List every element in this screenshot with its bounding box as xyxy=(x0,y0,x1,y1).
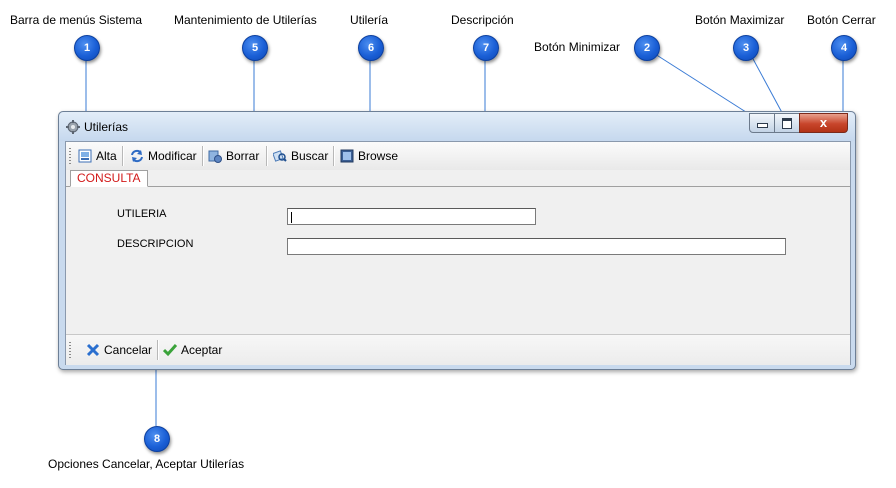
toolbar-grip[interactable] xyxy=(69,342,71,358)
cancel-label: Cancelar xyxy=(104,343,153,357)
callout-badge-7: 7 xyxy=(473,35,499,61)
browse-label: Browse xyxy=(358,149,399,163)
buscar-button[interactable]: Buscar xyxy=(273,146,328,166)
delete-icon xyxy=(208,150,222,163)
accept-button[interactable]: Aceptar xyxy=(163,340,222,360)
close-button[interactable]: x xyxy=(799,113,848,133)
window-title: Utilerías xyxy=(84,120,129,134)
callout-badge-8: 8 xyxy=(144,426,170,452)
callout-badge-3: 3 xyxy=(733,35,759,61)
browse-icon xyxy=(340,149,354,163)
callout-badge-5: 5 xyxy=(242,35,268,61)
toolbar-separator xyxy=(157,340,159,360)
callout-label-4: Botón Cerrar xyxy=(807,13,876,27)
modificar-label: Modificar xyxy=(148,149,197,163)
modificar-button[interactable]: Modificar xyxy=(130,146,197,166)
maximize-icon xyxy=(782,118,792,129)
maximize-button[interactable] xyxy=(774,113,800,133)
callout-badge-1: 1 xyxy=(74,35,100,61)
callout-label-5: Mantenimiento de Utilerías xyxy=(174,13,317,27)
text-caret xyxy=(291,212,292,223)
utileria-input[interactable] xyxy=(287,208,536,225)
buscar-label: Buscar xyxy=(291,149,329,163)
minimize-icon xyxy=(757,123,768,128)
browse-button[interactable]: Browse xyxy=(340,146,398,166)
callout-label-8: Opciones Cancelar, Aceptar Utilerías xyxy=(48,457,245,471)
alta-label: Alta xyxy=(96,149,117,163)
descripcion-label: DESCRIPCION xyxy=(117,238,194,250)
callout-label-1: Barra de menús Sistema xyxy=(10,13,143,27)
window-client-area: Alta Modificar Borrar xyxy=(65,141,851,365)
maintenance-toolbar: Alta Modificar Borrar xyxy=(66,142,850,170)
callout-label-3: Botón Maximizar xyxy=(695,13,785,27)
toolbar-separator xyxy=(122,146,124,166)
action-toolbar: Cancelar Aceptar xyxy=(66,334,850,365)
borrar-label: Borrar xyxy=(226,149,260,163)
callout-label-2: Botón Minimizar xyxy=(534,40,621,54)
search-icon xyxy=(273,150,287,162)
checkmark-icon xyxy=(163,344,177,357)
cancel-button[interactable]: Cancelar xyxy=(86,340,152,360)
accept-label: Aceptar xyxy=(181,343,223,357)
callout-badge-2: 2 xyxy=(634,35,660,61)
gear-icon[interactable] xyxy=(66,120,80,134)
mode-tabstrip: CONSULTA xyxy=(66,170,850,187)
cancel-x-icon xyxy=(86,343,100,357)
descripcion-input[interactable] xyxy=(287,238,786,255)
close-icon: x xyxy=(819,115,828,130)
toolbar-separator xyxy=(333,146,335,166)
toolbar-grip[interactable] xyxy=(69,148,71,164)
alta-button[interactable]: Alta xyxy=(78,146,117,166)
refresh-icon xyxy=(131,149,143,163)
new-record-icon xyxy=(78,149,92,163)
utileria-label: UTILERIA xyxy=(117,208,167,220)
callout-badge-4: 4 xyxy=(831,35,857,61)
callout-badge-6: 6 xyxy=(358,35,384,61)
borrar-button[interactable]: Borrar xyxy=(208,146,259,166)
utilerias-window: Utilerías x Alta xyxy=(58,111,856,370)
toolbar-separator xyxy=(266,146,268,166)
callout-label-7: Descripción xyxy=(451,13,514,27)
toolbar-separator xyxy=(202,146,204,166)
title-bar[interactable]: Utilerías x xyxy=(59,112,855,141)
minimize-button[interactable] xyxy=(749,113,775,133)
callout-label-6: Utilería xyxy=(350,13,389,27)
tab-consulta[interactable]: CONSULTA xyxy=(70,170,148,187)
